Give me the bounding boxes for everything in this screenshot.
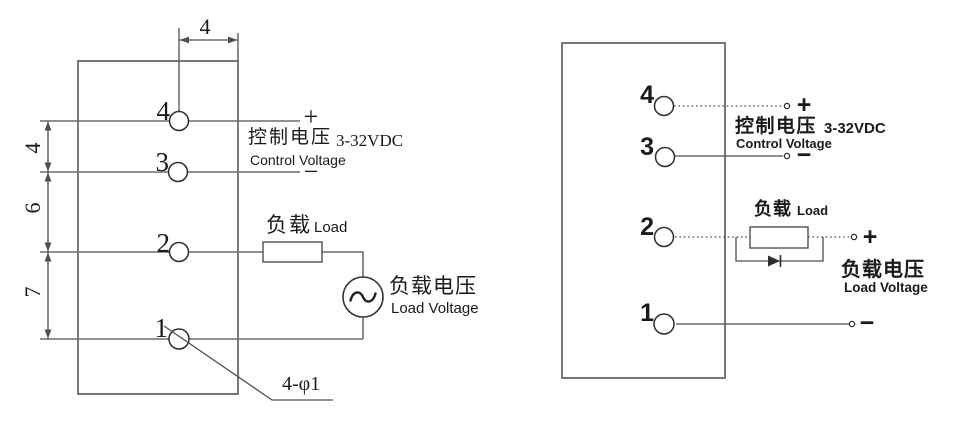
- right-terminal-circles: [653, 95, 676, 335]
- left-control-minus-sign: −: [303, 157, 319, 186]
- left-terminal-circles: [167, 110, 190, 350]
- left-control-plus-sign: +: [303, 102, 319, 131]
- right-terminal4-label: 4: [640, 81, 654, 109]
- left-load-to-source-wire: [322, 251, 364, 277]
- left-terminal1-label: 1: [154, 313, 169, 343]
- arrow-up-icon: [44, 172, 52, 182]
- arrow-down-icon: [44, 162, 52, 172]
- left-control-voltage-range: 3-32VDC: [336, 131, 404, 150]
- left-load-voltage-en-label: Load Voltage: [391, 300, 479, 317]
- arrow-up-icon: [44, 121, 52, 131]
- left-terminal4-circle: [168, 110, 190, 132]
- right-load-minus-sign: −: [859, 309, 875, 337]
- right-load-voltage-cn-label: 负载电压: [841, 259, 925, 281]
- left-terminal2-circle: [168, 241, 190, 263]
- right-control-plus-sign: +: [796, 91, 812, 119]
- right-terminal1-label: 1: [640, 299, 654, 327]
- mounting-hole-leader-line: [163, 325, 333, 401]
- left-control-voltage-cn-label: 控制电压: [248, 127, 333, 148]
- right-terminal4-circle: [653, 95, 675, 117]
- endpoint-load-plus: [850, 233, 858, 241]
- left-control-voltage-en-label: Control Voltage: [250, 152, 346, 168]
- arrow-left-icon: [179, 36, 189, 44]
- left-side-dimension-6: 6: [20, 202, 45, 214]
- endpoint-control-plus: [783, 102, 791, 110]
- diode-triangle: [768, 255, 780, 267]
- arrow-down-icon: [44, 329, 52, 339]
- left-load-box: [262, 241, 323, 263]
- right-terminal2-circle: [653, 226, 675, 248]
- right-load-en-label: Load: [797, 203, 829, 218]
- arrow-down-icon: [44, 242, 52, 252]
- left-terminal4-label: 4: [156, 96, 171, 126]
- right-load-plus-sign: +: [862, 223, 878, 251]
- left-terminal2-label: 2: [156, 228, 171, 258]
- right-relay-body-outline: [561, 42, 726, 379]
- right-terminal3-circle: [654, 146, 676, 168]
- left-load-cn-label: 负载: [266, 214, 312, 237]
- left-side-dimension-4: 4: [20, 142, 45, 154]
- left-relay-body-outline: [77, 60, 239, 395]
- dimension-arrowheads: [44, 36, 238, 339]
- wire-endpoint-circles: [783, 102, 858, 328]
- right-control-voltage-en-label: Control Voltage: [736, 136, 832, 151]
- right-terminal3-label: 3: [640, 133, 654, 161]
- left-side-dimension-7: 7: [20, 286, 45, 298]
- right-terminal1-circle: [653, 313, 675, 335]
- endpoint-load-minus: [848, 320, 856, 328]
- right-control-minus-sign: −: [796, 141, 812, 169]
- ac-source-symbol: [342, 276, 384, 318]
- left-terminal3-circle: [167, 161, 189, 183]
- arrow-up-icon: [44, 252, 52, 262]
- right-control-voltage-cn-label: 控制电压: [735, 116, 818, 137]
- endpoint-control-minus: [783, 152, 791, 160]
- left-terminal3-label: 3: [155, 147, 170, 177]
- left-load-voltage-cn-label: 负载电压: [389, 275, 477, 298]
- ac-sine-icon: [349, 291, 377, 303]
- mounting-hole-note: 4-φ1: [282, 373, 321, 395]
- right-terminal2-label: 2: [640, 213, 654, 241]
- right-load-cn-label: 负载: [754, 199, 792, 219]
- left-terminal1-circle: [168, 328, 190, 350]
- right-load-box: [749, 226, 809, 249]
- diode-icon: [768, 255, 782, 267]
- left-top-dimension-label: 4: [199, 14, 211, 39]
- right-control-voltage-range: 3-32VDC: [824, 120, 886, 137]
- arrow-right-icon: [228, 36, 238, 44]
- left-load-en-label: Load: [314, 219, 348, 236]
- right-load-voltage-en-label: Load Voltage: [844, 280, 928, 295]
